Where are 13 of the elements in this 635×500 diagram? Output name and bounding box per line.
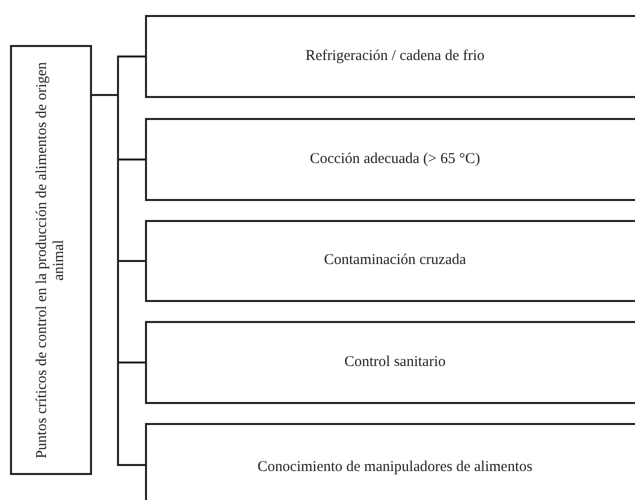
item-label: Cocción adecuada (> 65 °C) bbox=[310, 150, 480, 168]
item-box bbox=[145, 423, 635, 500]
root-box bbox=[10, 45, 92, 475]
item-box bbox=[145, 15, 635, 98]
vertical-title: Puntos críticos de control en la producción de alimentos de origen animal bbox=[34, 60, 68, 460]
item-label: Control sanitario bbox=[344, 354, 446, 372]
item-label: Conocimiento de manipuladores de alimentos bbox=[258, 459, 532, 477]
item-box bbox=[145, 220, 635, 302]
item-label: Contaminación cruzada bbox=[324, 252, 466, 270]
item-label: Refrigeración / cadena de frio bbox=[305, 48, 485, 66]
connector-line bbox=[92, 94, 145, 466]
item-box bbox=[145, 118, 635, 201]
item-box bbox=[145, 321, 635, 404]
